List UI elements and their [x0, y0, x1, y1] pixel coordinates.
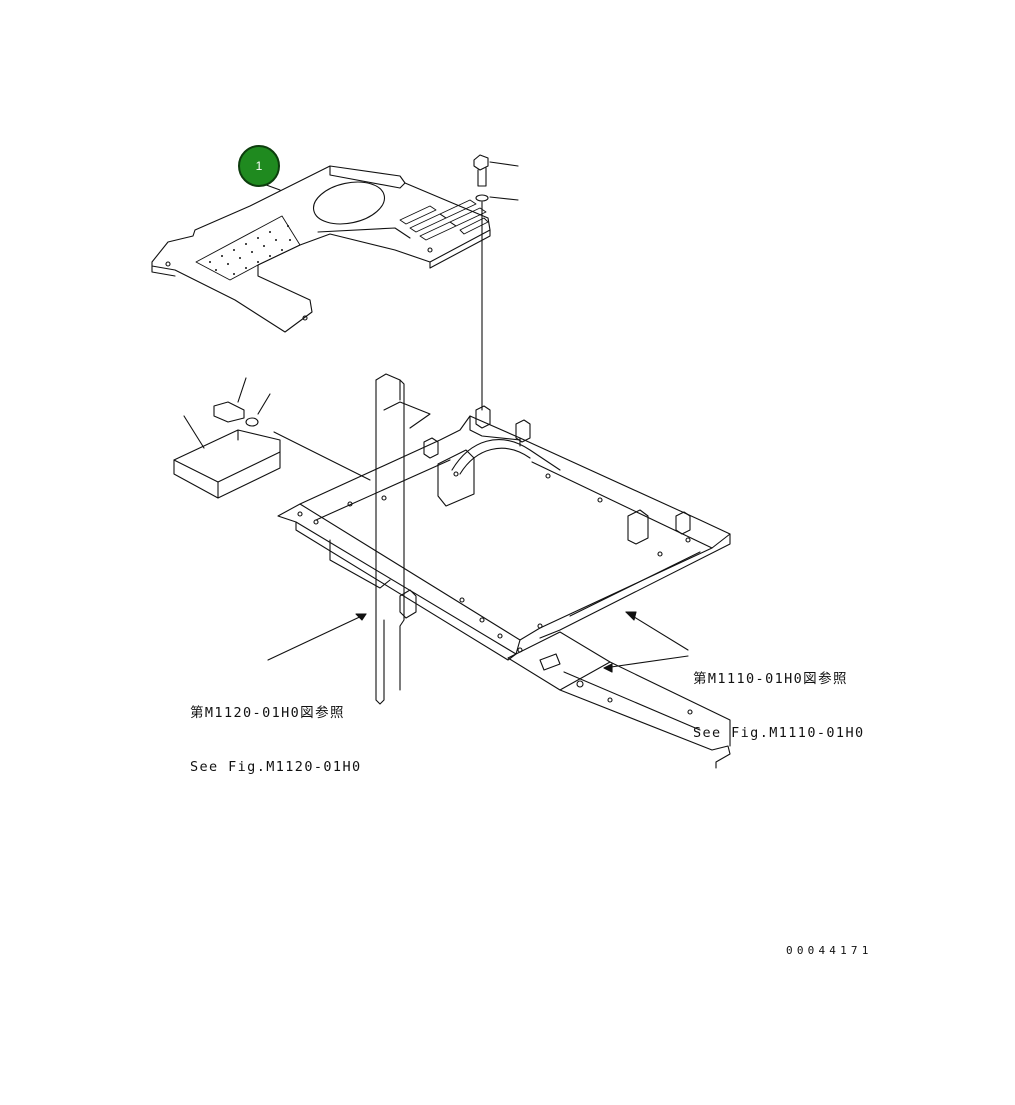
main-frame: [277, 373, 731, 769]
reference-right-en: See Fig.M1110-01H0: [693, 725, 865, 741]
part-callout-number: 1: [255, 159, 263, 173]
reference-left-en: See Fig.M1120-01H0: [190, 759, 362, 775]
floor-plate: [151, 165, 491, 333]
reference-note-right: 第M1110-01H0図参照 See Fig.M1110-01H0: [693, 634, 865, 760]
reference-arrows: [267, 611, 689, 673]
reference-right-jp: 第M1110-01H0図参照: [693, 671, 848, 687]
top-bolt: [473, 154, 519, 411]
drawing-number: 00044171: [786, 944, 873, 957]
reference-left-jp: 第M1120-01H0図参照: [190, 705, 345, 721]
reference-note-left: 第M1120-01H0図参照 See Fig.M1120-01H0: [190, 668, 362, 794]
side-cover: [173, 377, 371, 499]
part-callout-badge: 1: [238, 145, 280, 187]
